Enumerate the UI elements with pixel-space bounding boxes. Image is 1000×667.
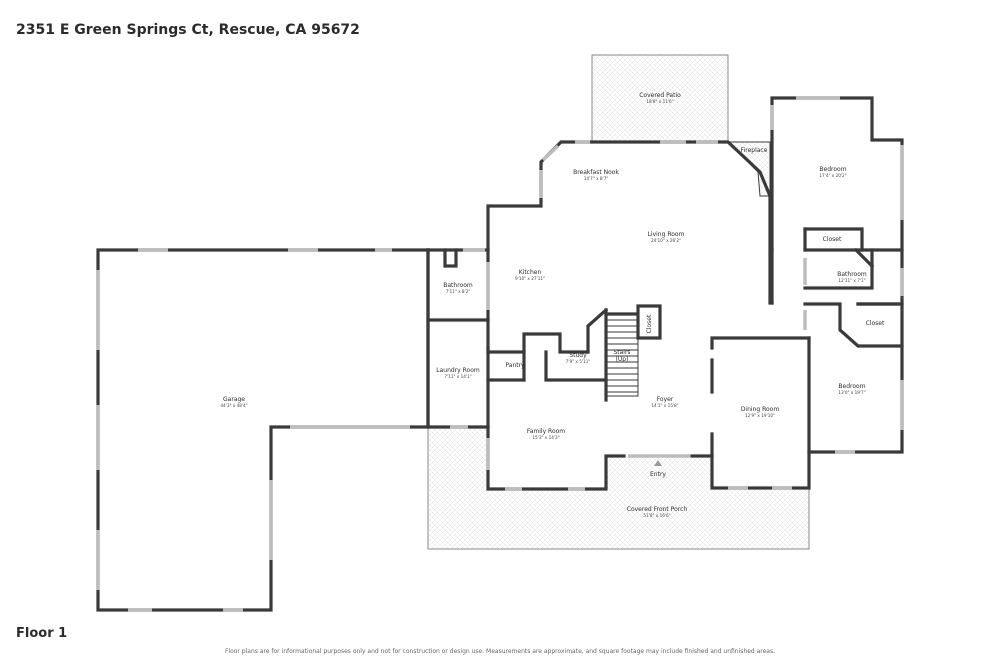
room-label-stairs-up: (Up) — [616, 356, 629, 363]
stairs-treads — [605, 313, 639, 397]
room-label-bedroom-1: Bedroom — [819, 166, 846, 173]
windows — [96, 96, 904, 612]
room-label-living-room: Living Room — [648, 231, 685, 238]
room-label-laundry-room: Laundry Room — [436, 367, 480, 374]
floor-label: Floor 1 — [16, 626, 68, 641]
room-dims-family-room: 15'3" x 14'3" — [532, 435, 559, 440]
room-dims-foyer: 14'1" x 15'8" — [651, 403, 678, 408]
room-dims-bedroom-1: 17'4" x 20'2" — [819, 173, 846, 178]
room-label-closet-3: Closet — [866, 320, 885, 327]
room-dims-dining-room: 12'9" x 19'10" — [745, 413, 775, 418]
room-label-breakfast-nook: Breakfast Nook — [573, 169, 619, 176]
covered-patio-area — [591, 54, 729, 142]
room-dims-bathroom-1: 7'11" x 8'2" — [446, 289, 471, 294]
room-dims-garage: 44'3" x 48'4" — [220, 403, 247, 408]
room-label-fireplace: Fireplace — [741, 147, 768, 154]
garage-walls — [96, 248, 430, 612]
stair-lines — [606, 319, 638, 393]
room-dims-study: 7'9" x 5'11" — [566, 359, 591, 364]
entry-arrow-icon — [654, 460, 662, 466]
room-label-bedroom-2: Bedroom — [838, 383, 865, 390]
room-label-kitchen: Kitchen — [519, 269, 542, 276]
room-dims-laundry-room: 7'11" x 14'1" — [444, 374, 471, 379]
room-label-pantry: Pantry — [505, 362, 525, 369]
room-dims-living-room: 24'10" x 26'2" — [651, 238, 681, 243]
room-label-bathroom-2: Bathroom — [837, 271, 867, 278]
room-label-closet-1: Closet — [823, 236, 842, 243]
room-dims-bedroom-2: 13'0" x 19'7" — [838, 390, 865, 395]
room-label-dining-room: Dining Room — [741, 406, 780, 413]
room-label-entry: Entry — [650, 471, 666, 478]
disclaimer-text: Floor plans are for informational purpos… — [224, 648, 776, 655]
room-dims-kitchen: 9'10" x 27'11" — [515, 276, 545, 281]
room-label-study: Study — [569, 352, 587, 359]
room-dims-bathroom-2: 12'11" x 7'1" — [838, 278, 865, 283]
room-dims-covered-patio: 18'8" x 11'6" — [646, 99, 673, 104]
page-title: 2351 E Green Springs Ct, Rescue, CA 9567… — [16, 22, 360, 38]
room-label-bathroom-1: Bathroom — [443, 282, 473, 289]
room-dims-breakfast-nook: 14'7" x 8'7" — [584, 176, 609, 181]
room-label-covered-patio: Covered Patio — [639, 92, 681, 99]
room-label-family-room: Family Room — [527, 428, 565, 435]
room-label-closet-2: Closet — [646, 314, 653, 333]
house-exterior-walls — [426, 140, 774, 305]
room-label-covered-front-porch: Covered Front Porch — [627, 506, 688, 513]
room-label-foyer: Foyer — [657, 396, 674, 403]
room-label-stairs: Stairs — [613, 349, 630, 356]
room-label-garage: Garage — [223, 396, 245, 403]
room-dims-covered-front-porch: 51'8" x 16'6" — [643, 513, 670, 518]
